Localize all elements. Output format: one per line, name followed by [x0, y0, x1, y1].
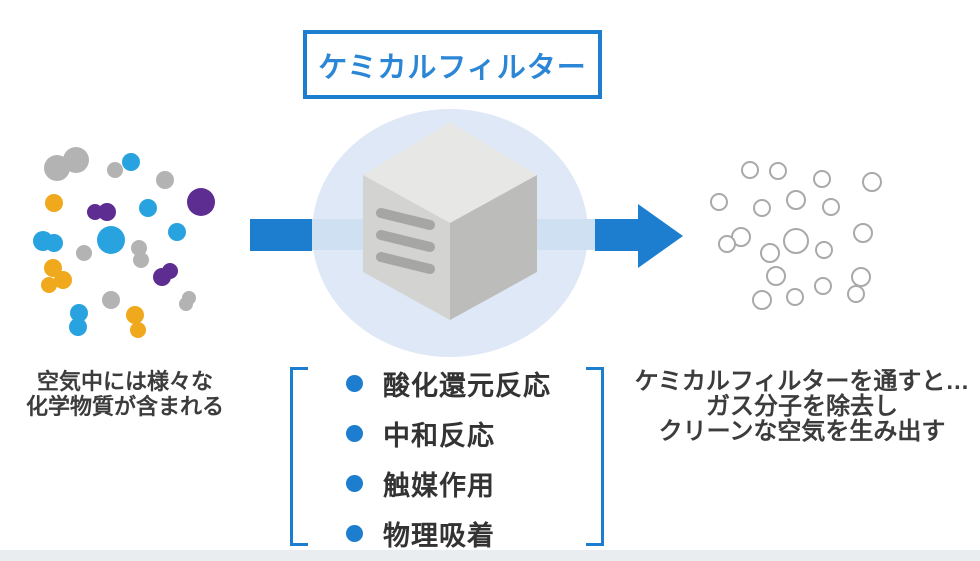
left-arrow-icon: [250, 219, 312, 251]
clean-particle-dot: [815, 241, 833, 259]
reaction-list: 酸化還元反応 中和反応 触媒作用 物理吸着: [346, 366, 551, 551]
molecule-dot-yellow: [54, 271, 72, 289]
list-item: 中和反応: [346, 416, 551, 451]
molecule-dot-gray: [102, 291, 120, 309]
molecule-dot-gray: [107, 162, 123, 178]
clean-particle-dot: [741, 161, 759, 179]
clean-particle-dot: [862, 172, 882, 192]
list-item: 酸化還元反応: [346, 366, 551, 401]
title-box: ケミカルフィルター: [303, 30, 602, 99]
molecule-dot-gray: [156, 171, 174, 189]
clean-air-caption-line3: クリーンな空気を生み出す: [658, 418, 946, 445]
reaction-label: 酸化還元反応: [383, 370, 551, 401]
clean-particle-dot: [710, 193, 728, 211]
reaction-label: 触媒作用: [383, 470, 495, 501]
clean-air-caption-line2: ガス分子を除去し: [706, 393, 898, 420]
molecule-dot-purple: [98, 203, 116, 221]
clean-air-caption: ケミカルフィルターを通すと… ガス分子を除去し クリーンな空気を生み出す: [627, 369, 977, 444]
molecule-dot-yellow: [41, 277, 57, 293]
page-title: ケミカルフィルター: [318, 51, 587, 84]
molecule-dot-blue: [168, 223, 186, 241]
molecule-dot-blue: [45, 234, 63, 252]
clean-particle-dot: [752, 290, 772, 310]
list-item: 触媒作用: [346, 466, 551, 501]
molecule-dot-purple: [153, 268, 171, 286]
bullet-icon: [346, 374, 363, 392]
reaction-label: 物理吸着: [383, 520, 495, 551]
molecule-dot-yellow: [44, 259, 62, 277]
right-bracket: [586, 367, 604, 546]
molecule-dot-blue: [69, 318, 87, 336]
clean-particle-dot: [760, 243, 780, 263]
clean-particle-dot: [769, 162, 787, 180]
clean-particle-dot: [766, 266, 786, 286]
molecule-dot-blue: [122, 153, 140, 171]
molecule-dot-gray: [63, 147, 89, 173]
clean-particle-dot: [718, 235, 736, 253]
clean-particle-dot: [786, 190, 806, 210]
molecule-dot-yellow: [45, 194, 63, 212]
clean-air-particles: [710, 161, 882, 310]
molecule-dot-gray: [131, 240, 147, 256]
cube-vent-stripes: [376, 208, 435, 274]
clean-particle-dot: [853, 223, 873, 243]
bullet-icon: [346, 424, 363, 442]
molecule-dot-blue: [97, 226, 125, 254]
clean-particle-dot: [783, 228, 809, 254]
dirty-air-caption-line1: 空気中には様々な: [36, 369, 213, 394]
dirty-air-caption: 空気中には様々な 化学物質が含まれる: [10, 369, 240, 419]
clean-particle-dot: [847, 285, 865, 303]
molecule-dot-purple: [187, 188, 215, 216]
clean-particle-dot: [753, 199, 771, 217]
clean-particle-dot: [813, 170, 831, 188]
dirty-air-molecules: [33, 147, 215, 338]
list-item: 物理吸着: [346, 516, 551, 551]
molecule-dot-yellow: [126, 306, 144, 324]
reaction-label: 中和反応: [383, 420, 495, 451]
bullet-icon: [346, 524, 363, 542]
clean-particle-dot: [786, 288, 804, 306]
clean-air-caption-line1: ケミカルフィルターを通すと…: [634, 368, 970, 395]
clean-particle-dot: [814, 277, 832, 295]
cube-top-face: [363, 122, 537, 223]
molecule-dot-yellow: [130, 322, 146, 338]
clean-particle-dot: [822, 198, 840, 216]
molecule-dot-blue: [70, 304, 88, 322]
molecule-dot-gray: [133, 252, 149, 268]
clean-particle-dot: [851, 267, 871, 287]
bullet-icon: [346, 474, 363, 492]
bottom-strip: [0, 550, 980, 561]
molecule-dot-gray: [76, 245, 92, 261]
molecule-dot-blue: [139, 199, 157, 217]
cube-right-face: [450, 175, 537, 320]
dirty-air-caption-line2: 化学物質が含まれる: [25, 394, 224, 419]
right-arrow-icon: [595, 204, 683, 268]
left-bracket: [290, 367, 308, 546]
molecule-dot-gray: [179, 297, 193, 311]
filter-cube-icon: [363, 122, 537, 320]
